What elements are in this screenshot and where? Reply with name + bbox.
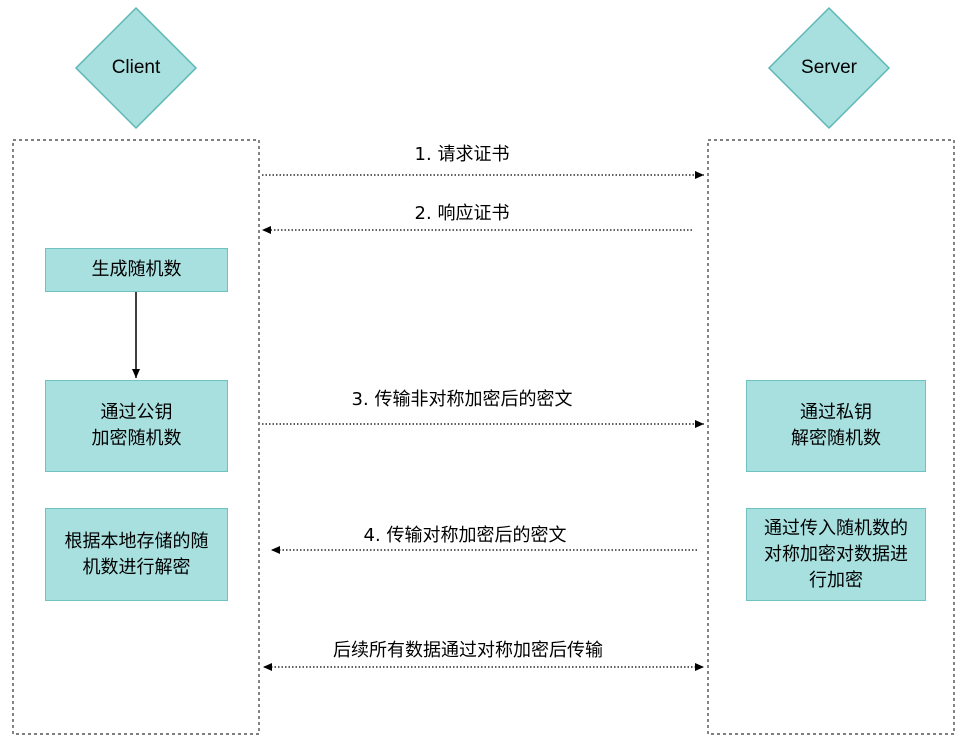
client-lane — [12, 139, 260, 735]
server-step-2-text: 通过传入随机数的 对称加密对数据进 行加密 — [764, 517, 908, 591]
client-step-1-text: 生成随机数 — [91, 259, 182, 280]
client-step-encrypt-random: 通过公钥 加密随机数 — [45, 380, 228, 472]
server-lane — [707, 139, 955, 735]
server-step-1-text: 通过私钥 解密随机数 — [791, 402, 881, 449]
client-step-3-text: 根据本地存储的随 机数进行解密 — [64, 530, 209, 578]
client-actor-label: Client — [111, 57, 161, 78]
server-step-symmetric-encrypt: 通过传入随机数的 对称加密对数据进 行加密 — [746, 508, 926, 601]
client-diamond — [74, 6, 198, 130]
server-diamond — [767, 6, 891, 130]
client-step-generate-random: 生成随机数 — [45, 248, 228, 292]
message-1-label: 1. 请求证书 — [414, 144, 510, 165]
message-4-label: 4. 传输对称加密后的密文 — [363, 525, 567, 546]
server-step-decrypt-random: 通过私钥 解密随机数 — [746, 380, 926, 472]
message-2-label: 2. 响应证书 — [414, 203, 510, 224]
client-step-2-text: 通过公钥 加密随机数 — [91, 402, 182, 449]
client-step-decrypt: 根据本地存储的随 机数进行解密 — [45, 508, 228, 601]
message-3-label: 3. 传输非对称加密后的密文 — [351, 389, 573, 410]
server-actor-label: Server — [801, 57, 857, 78]
message-5-label: 后续所有数据通过对称加密后传输 — [333, 640, 603, 661]
